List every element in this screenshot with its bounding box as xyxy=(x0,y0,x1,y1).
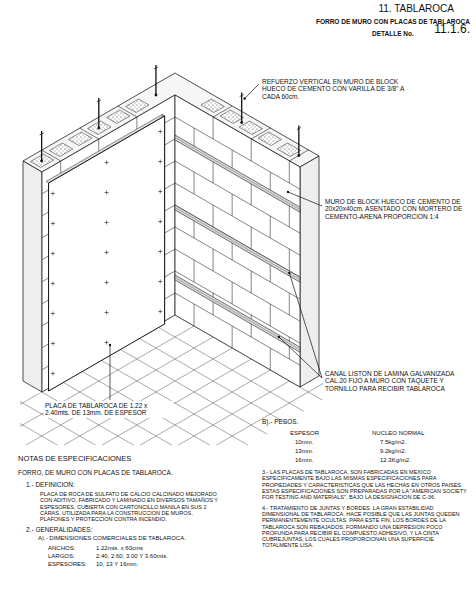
note-heading: A).- DIMENSIONES COMERCIALES DE TABLAROC… xyxy=(38,535,186,542)
table-cell: 1.22mts. x 60cms xyxy=(96,545,143,552)
metal-channel xyxy=(175,135,300,352)
note-text: PLACA DE ROCA DE SULFATO DE CALCIO CALCI… xyxy=(40,491,220,523)
wall-end xyxy=(300,156,319,387)
left-wall-face xyxy=(42,95,175,392)
sheet-title: 11. TABLAROCA xyxy=(378,3,454,15)
callout-text: REFUERZO VERTICAL EN MURO DE BLOCK HUECO… xyxy=(262,78,412,100)
callout-text: PLACA DE TABLAROCA DE 1.22 x 2.40mts. DE… xyxy=(44,401,174,418)
table-header: ESPESOR xyxy=(290,430,319,437)
right-wall-face xyxy=(175,95,300,387)
table-cell: ESPESORES: xyxy=(48,561,87,568)
table-cell: 7.5kg/m2. xyxy=(380,439,406,446)
table-cell: 9.2kg/m2. xyxy=(380,448,406,455)
table-cell: ANCHOS: xyxy=(48,545,75,552)
wall-end xyxy=(23,161,42,392)
table-cell: 13mm. xyxy=(295,448,313,455)
rebar xyxy=(40,65,301,162)
block-cells xyxy=(30,99,308,168)
table-cell: 12.3Kg/m2. xyxy=(380,457,411,464)
note-text: 4.- TRATAMIENTO DE JUNTAS Y BORDES. LA G… xyxy=(262,505,467,549)
callout-text: MURO DE BLOCK HUECO DE CEMENTO DE 20x20x… xyxy=(325,198,465,220)
note-text: 3.- LAS PLACAS DE TABLAROCA, SON FABRICA… xyxy=(262,469,467,501)
table-cell: 10, 13 Y 16mm. xyxy=(96,561,138,568)
detail-number: 11.1.6. xyxy=(434,23,470,37)
table-cell: 10mm. xyxy=(295,439,313,446)
table-cell: LARGOS: xyxy=(48,553,75,560)
notes-subheading: FORRO, DE MURO CON PLACAS DE TABLAROCA. xyxy=(18,469,173,476)
detail-label: DETALLE No. xyxy=(372,30,414,37)
note-heading: 1.- DEFINICION: xyxy=(26,481,75,488)
table-cell: 2.40, 2.60, 3.00 Y 3.60mts. xyxy=(96,553,168,560)
note-heading: 2.- GENERALIDADES: xyxy=(26,526,92,533)
leader-lines xyxy=(109,84,322,400)
callout-text: CANAL LISTON DE LAMINA GALVANIZADA CAL.2… xyxy=(325,370,465,392)
note-heading: B).- PESOS. xyxy=(262,418,298,425)
notes-heading: NOTAS DE ESPECIFICACIONES xyxy=(18,455,131,464)
drywall-panel xyxy=(46,115,165,392)
table-cell: 16mm. xyxy=(295,457,313,464)
table-header: NUCLEO NORMAL xyxy=(372,430,424,437)
